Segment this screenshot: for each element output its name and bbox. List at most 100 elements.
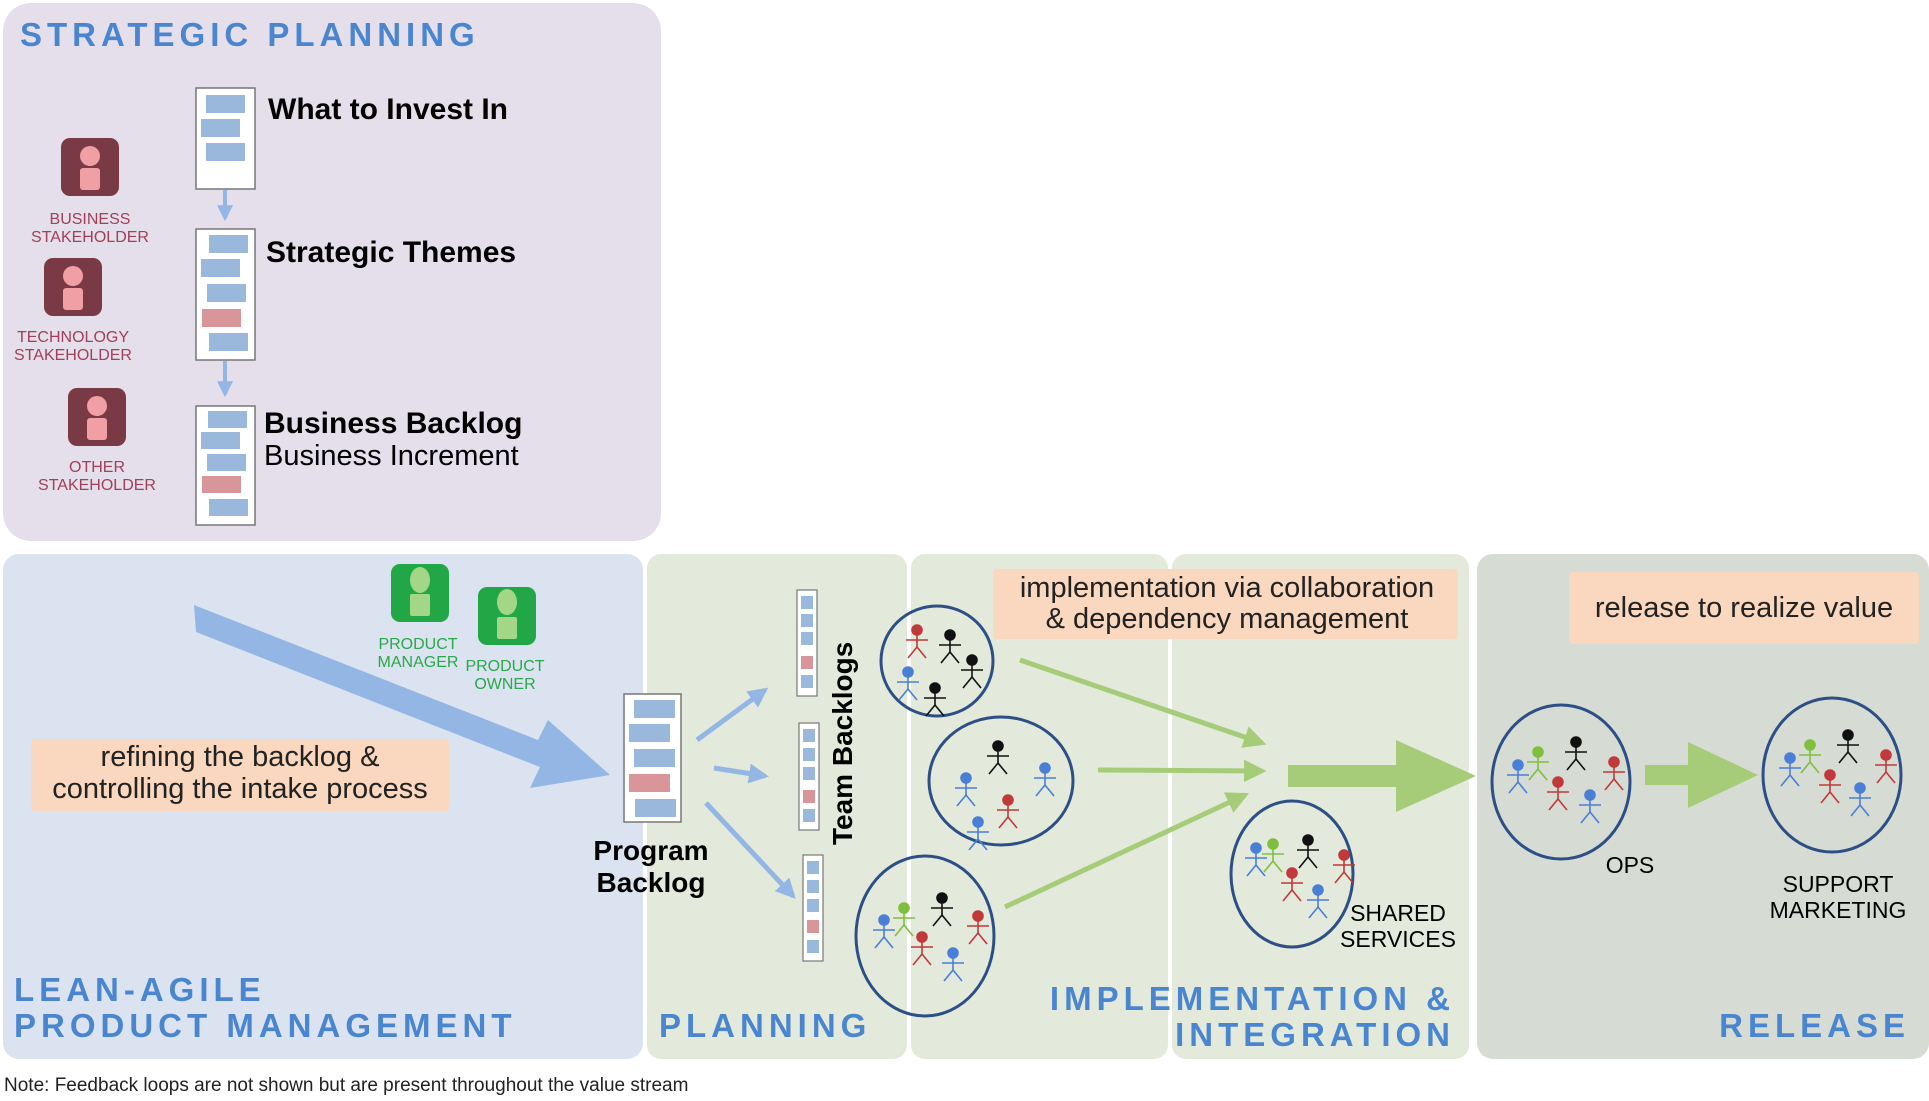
intake-callout-line1: refining the backlog & [101, 741, 380, 773]
team-backlog-2 [798, 722, 820, 831]
stick-figure-icon [897, 666, 919, 701]
release-section: release to realize value OPS SUPPORT MAR… [1490, 572, 1919, 1044]
stick-figure-icon [1297, 834, 1319, 869]
role-pm-2: MANAGER [378, 654, 459, 671]
stick-figure-icon [1527, 746, 1549, 781]
doc-what-to-invest [195, 87, 256, 190]
footnote: Note: Feedback loops are not shown but a… [4, 1075, 688, 1096]
implementation-section: implementation via collaboration & depen… [854, 569, 1476, 1053]
stick-figure-icon [1579, 789, 1601, 824]
planning-title: PLANNING [659, 1007, 871, 1044]
team-members [873, 624, 1897, 982]
stick-figure-icon [1849, 782, 1871, 817]
program-backlog-doc [623, 693, 682, 823]
stick-figure-icon [997, 794, 1019, 829]
collaboration-callout-line1: implementation via collaboration [1020, 572, 1434, 604]
ops-circle [1490, 703, 1632, 861]
support-label-1: SUPPORT [1783, 871, 1894, 897]
stick-figure-icon [873, 914, 895, 949]
release-arrow [1645, 742, 1758, 808]
stick-figure-icon [1799, 739, 1821, 774]
product-management-section: PRODUCT MANAGER PRODUCT OWNER refining t… [14, 564, 610, 1044]
support-circle [1761, 696, 1903, 854]
stick-figure-icon [911, 931, 933, 966]
stick-figure-icon [1333, 849, 1355, 884]
stick-figure-icon [942, 947, 964, 982]
doc-business-backlog [195, 405, 256, 526]
strategic-planning-panel: STRATEGIC PLANNING What to Invest In Str… [3, 3, 661, 541]
intake-callout-line2: controlling the intake process [52, 773, 428, 805]
stick-figure-icon [1819, 769, 1841, 804]
stick-figure-icon [1779, 752, 1801, 787]
role-technology-2: STAKEHOLDER [14, 347, 132, 364]
shared-services-label-1: SHARED [1350, 900, 1446, 926]
plan-arrow-1 [695, 687, 769, 743]
product-role-icon [391, 564, 449, 622]
shared-services-label-2: SERVICES [1340, 926, 1456, 952]
implementation-title-2: INTEGRATION [1175, 1016, 1455, 1053]
merge-arrow-1 [1019, 657, 1267, 748]
release-panel [1477, 554, 1929, 1059]
stakeholder-icon [68, 388, 126, 446]
team-circle-3 [854, 854, 996, 1018]
stick-figure-icon [1307, 884, 1329, 919]
team-backlogs-label: Team Backlogs [827, 642, 858, 845]
stick-figure-icon [893, 902, 915, 937]
stick-figure-icon [1034, 762, 1056, 797]
team-backlog-3 [802, 854, 824, 962]
stick-figure-icon [906, 624, 928, 659]
stick-figure-icon [987, 740, 1009, 775]
implementation-panel-b [1172, 554, 1469, 1059]
product-role-icon [478, 587, 536, 645]
role-technology-1: TECHNOLOGY [17, 329, 129, 346]
stick-figure-icon [1837, 729, 1859, 764]
stick-figure-icon [967, 910, 989, 945]
team-circle-1 [879, 604, 995, 718]
stick-figure-icon [1262, 838, 1284, 873]
integration-arrow [1288, 740, 1476, 812]
role-other-2: STAKEHOLDER [38, 477, 156, 494]
planning-section: Program Backlog Te [593, 589, 871, 1044]
stick-figure-icon [931, 892, 953, 927]
role-pm-1: PRODUCT [378, 636, 457, 653]
stick-figure-icon [1245, 842, 1267, 877]
role-business-2: STAKEHOLDER [31, 229, 149, 246]
stick-figure-icon [961, 654, 983, 689]
plan-arrow-2 [713, 763, 769, 784]
ops-label: OPS [1606, 852, 1655, 878]
merge-arrow-2 [1097, 759, 1267, 783]
merge-arrow-3 [1003, 792, 1250, 910]
role-business-1: BUSINESS [50, 211, 131, 228]
stick-figure-icon [1507, 759, 1529, 794]
collaboration-callout-line2: & dependency management [1046, 603, 1409, 635]
role-po-2: OWNER [474, 676, 535, 693]
pm-title-2: PRODUCT MANAGEMENT [14, 1007, 516, 1044]
planning-panel [647, 554, 907, 1059]
program-backlog-label-2: Backlog [597, 867, 706, 898]
intake-callout: refining the backlog & controlling the i… [31, 739, 449, 811]
pm-title-1: LEAN-AGILE [14, 971, 266, 1008]
team-backlog-1 [796, 589, 818, 697]
stakeholder-icon [44, 258, 102, 316]
stick-figure-icon [939, 629, 961, 664]
strategic-planning-title: STRATEGIC PLANNING [20, 16, 480, 53]
stick-figure-icon [955, 772, 977, 807]
shared-services-circle [1229, 799, 1355, 949]
intake-arrow [194, 605, 610, 788]
plan-arrow-3 [704, 801, 796, 899]
implementation-title-1: IMPLEMENTATION & [1050, 980, 1455, 1017]
stick-figure-icon [1875, 749, 1897, 784]
collaboration-callout: implementation via collaboration & depen… [993, 569, 1458, 639]
stick-figure-icon [1603, 756, 1625, 791]
role-po-1: PRODUCT [465, 658, 544, 675]
doc-title-backlog: Business Backlog [264, 407, 522, 440]
release-callout-text: release to realize value [1595, 592, 1893, 624]
doc-title-themes: Strategic Themes [266, 236, 516, 269]
program-backlog-label-1: Program [593, 835, 708, 866]
doc-title-invest: What to Invest In [268, 93, 508, 126]
stick-figure-icon [924, 682, 946, 717]
support-label-2: MARKETING [1770, 897, 1907, 923]
team-circle-2 [927, 715, 1075, 847]
release-callout: release to realize value [1569, 572, 1919, 644]
